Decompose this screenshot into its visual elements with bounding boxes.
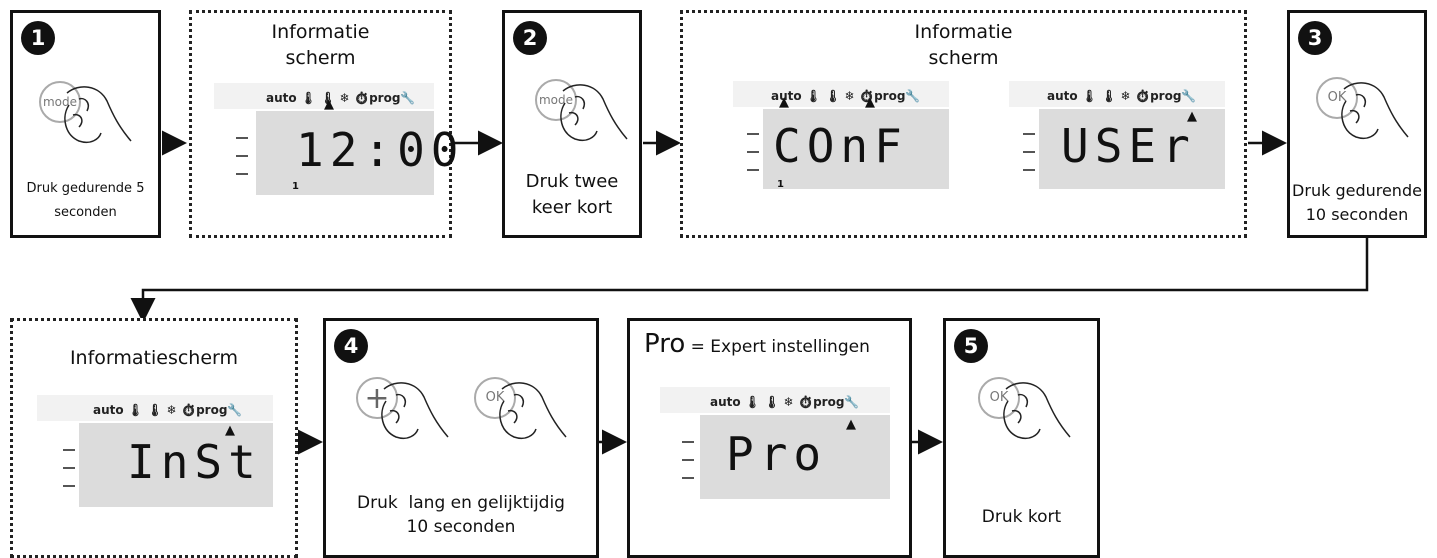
step-3-number: 3 [1298, 21, 1332, 55]
step-2-box: 2 mode Druk twee keer kort [502, 10, 642, 238]
lcd-status-icons: auto 🌡 🌡 ❄ ⏱prog🔧 [771, 89, 921, 103]
info-box-clock: Informatie scherm auto 🌡 🌡 ❄ ⏱prog🔧 ▲ 12… [189, 10, 458, 238]
ok-button-icon: OK [474, 377, 516, 419]
plus-button-hand-icon: + [356, 371, 456, 461]
step-3-caption-line-2: 10 seconden [1305, 205, 1409, 224]
lcd-pro-value: Pro [726, 427, 828, 481]
lcd-inst-value: InSt [127, 435, 262, 489]
info-box-inst-title: Informatiescherm [69, 347, 239, 369]
lcd-status-icons: auto 🌡 🌡 ❄ ⏱prog🔧 [93, 403, 243, 417]
step-2-number: 2 [513, 21, 547, 55]
lcd-pointer-icon: ▲ [846, 417, 856, 432]
ok-button-hand-icon: OK [1316, 71, 1416, 161]
mode-button-hand-icon: mode [535, 73, 635, 163]
pro-title: Pro = Expert instellingen [644, 329, 870, 359]
lcd-conf-value: COnF [773, 119, 908, 173]
lcd-clock-value: 12:00 [296, 123, 465, 177]
info-box-clock-title-2: scherm [285, 47, 356, 69]
step-1-caption-line-1: Druk gedurende 5 [26, 181, 145, 196]
lcd-pointer-icon: ▲ [865, 95, 875, 110]
lcd-status-icons: auto 🌡 🌡 ❄ ⏱prog🔧 [1047, 89, 1197, 103]
info-box-inst: Informatiescherm auto 🌡 🌡 ❄ ⏱prog🔧 ▲ InS… [10, 318, 298, 558]
step-3-caption-line-1: Druk gedurende [1292, 181, 1422, 200]
return-path [130, 237, 1369, 323]
lcd-user-value: USEr [1061, 119, 1196, 173]
pro-box: Pro = Expert instellingen auto 🌡 🌡 ❄ ⏱pr… [627, 318, 912, 558]
pro-title-label: = Expert instellingen [685, 337, 870, 357]
step-1-box: 1 mode Druk gedurende 5 seconden [10, 10, 161, 238]
info-box-conf-title-2: scherm [928, 47, 999, 69]
info-box-conf-title-1: Informatie [914, 21, 1013, 43]
lcd-pointer-icon: ▲ [1187, 109, 1197, 124]
ok-button-icon: OK [1316, 77, 1358, 119]
lcd-day-index: 1 [777, 179, 784, 190]
step-5-box: 5 OK Druk kort [943, 318, 1100, 558]
lcd-display-pro: auto 🌡 🌡 ❄ ⏱prog🔧 ▲ Pro [660, 387, 890, 499]
step-4-box: 4 + OK Druk lang en gelijktijdig 10 seco… [323, 318, 599, 558]
step-2-caption-line-2: keer kort [531, 197, 613, 218]
lcd-day-index: 1 [292, 181, 299, 192]
ok-button-hand-icon: OK [474, 371, 574, 461]
lcd-pointer-icon: ▲ [225, 423, 235, 438]
step-4-caption-line-1: Druk lang en gelijktijdig [357, 493, 565, 513]
lcd-display-conf: auto 🌡 🌡 ❄ ⏱prog🔧 ▲ ▲ COnF 1 [733, 81, 949, 193]
ok-button-hand-icon: OK [978, 371, 1078, 461]
step-5-number: 5 [954, 329, 988, 363]
step-4-caption-line-2: 10 seconden [406, 517, 516, 537]
step-4-number: 4 [334, 329, 368, 363]
mode-button-hand-icon: mode [39, 75, 139, 165]
step-5-caption: Druk kort [981, 507, 1062, 527]
pro-title-code: Pro [644, 329, 686, 359]
info-box-conf-user: Informatie scherm auto 🌡 🌡 ❄ ⏱prog🔧 ▲ ▲ … [680, 10, 1247, 238]
lcd-status-icons: auto 🌡 🌡 ❄ ⏱prog🔧 [710, 395, 860, 409]
lcd-pointer-icon: ▲ [324, 97, 334, 112]
lcd-display-clock: auto 🌡 🌡 ❄ ⏱prog🔧 ▲ 12:00 1 [214, 83, 458, 195]
lcd-display-user: auto 🌡 🌡 ❄ ⏱prog🔧 ▲ USEr [1009, 81, 1225, 193]
step-1-caption-line-2: seconden [54, 205, 117, 220]
step-2-caption-line-1: Druk twee [525, 171, 619, 192]
lcd-display-inst: auto 🌡 🌡 ❄ ⏱prog🔧 ▲ InSt [37, 395, 273, 507]
step-3-box: 3 OK Druk gedurende 10 seconden [1287, 10, 1427, 238]
info-box-clock-title-1: Informatie [271, 21, 370, 43]
lcd-pointer-icon: ▲ [779, 95, 789, 110]
lcd-status-icons: auto 🌡 🌡 ❄ ⏱prog🔧 [266, 91, 416, 105]
step-1-number: 1 [21, 21, 55, 55]
